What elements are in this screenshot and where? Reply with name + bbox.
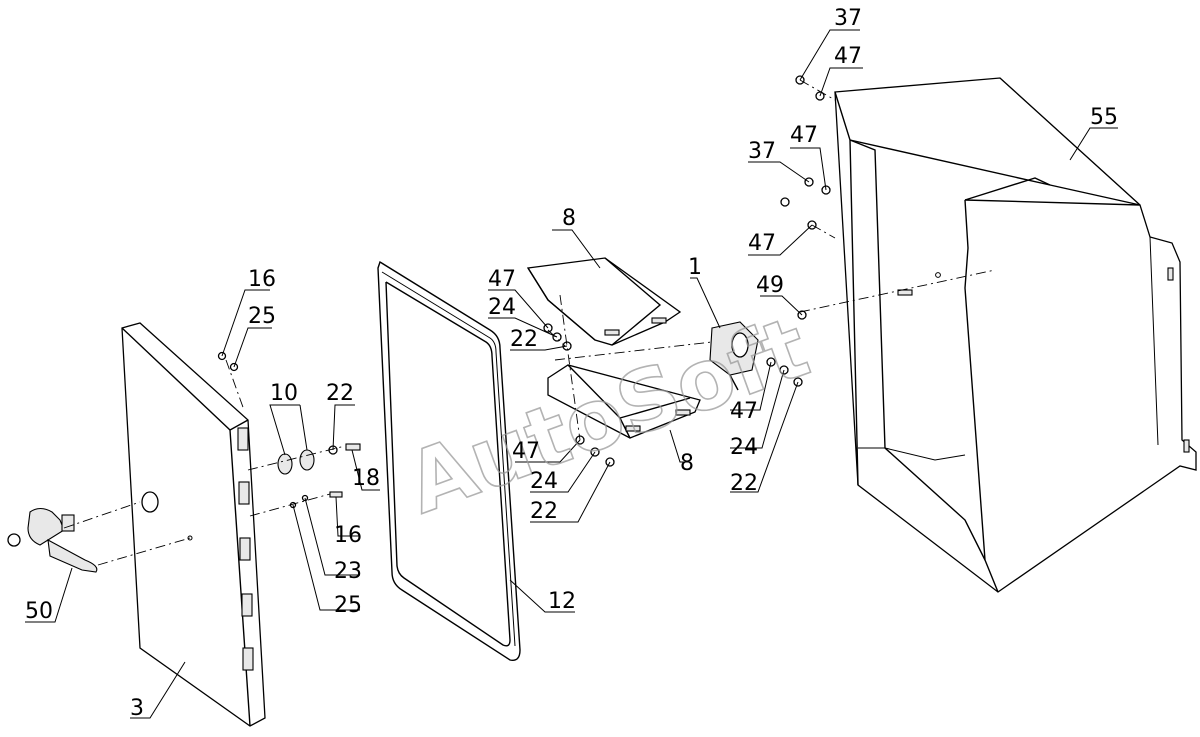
callout-24-bracket-lower: 24 [530,469,558,494]
housing-box-part-55 [834,77,1197,593]
leader-lines [25,29,1118,719]
callout-55: 55 [1090,105,1118,130]
callout-12: 12 [548,589,576,614]
callout-47-lock: 47 [730,399,758,424]
callout-49: 49 [756,273,784,298]
callout-24-bracket-upper: 24 [488,295,516,320]
callout-22-bracket-lower: 22 [530,499,558,524]
callout-10: 10 [270,381,298,406]
door-panel-part-3 [121,322,266,727]
callout-3: 3 [130,696,144,721]
callout-25-top: 25 [248,304,276,329]
callout-47-mid: 47 [790,123,818,148]
callout-labels: 37 47 55 47 37 47 8 1 49 47 24 22 16 25 … [25,6,1118,721]
callout-16-top: 16 [248,267,276,292]
callout-22-bracket-upper: 22 [510,327,538,352]
callout-22-lock: 22 [730,471,758,496]
callout-47-bracket-lower: 47 [512,439,540,464]
bracket-lower-part-8 [547,364,701,439]
callout-37-mid: 37 [748,139,776,164]
callout-18: 18 [352,466,380,491]
callout-25-door: 25 [334,593,362,618]
callout-24-lock: 24 [730,435,758,460]
centre-lines [63,79,996,566]
callout-47-bracket-upper: 47 [488,267,516,292]
callout-23: 23 [334,559,362,584]
bracket-upper-part-8 [526,257,682,346]
lock-mechanism-part-1 [709,321,759,391]
callout-47-top: 47 [834,44,862,69]
callout-8-lower: 8 [680,451,694,476]
handle-part-50 [7,507,98,573]
callout-37-top: 37 [834,6,862,31]
callout-1: 1 [688,255,702,280]
callout-8-upper: 8 [562,206,576,231]
callout-16-door: 16 [334,523,362,548]
callout-50: 50 [25,599,53,624]
gasket-frame-part-12 [377,260,521,661]
callout-22-door: 22 [326,381,354,406]
callout-47-lower: 47 [748,231,776,256]
